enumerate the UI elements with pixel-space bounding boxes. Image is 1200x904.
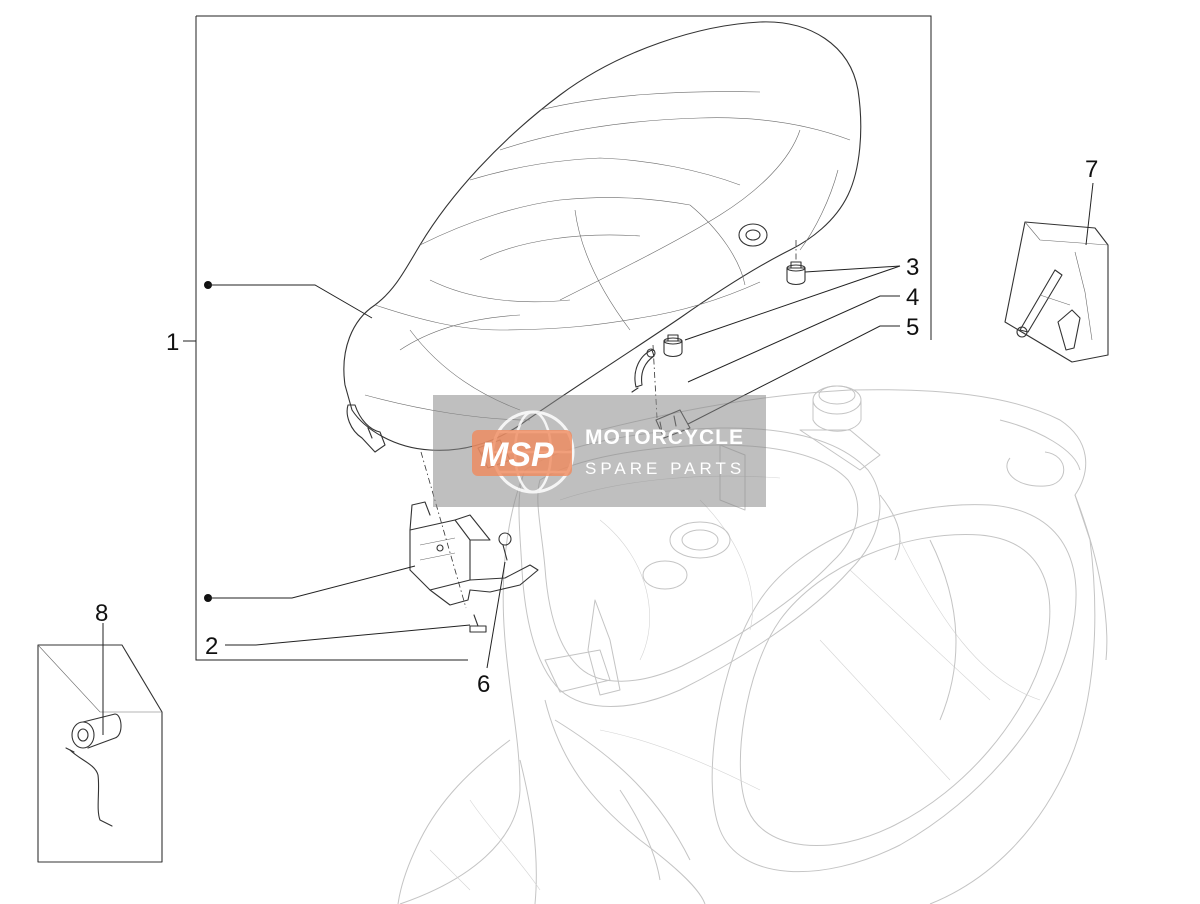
callout-1: 1 (166, 329, 179, 356)
seat-hinge (409, 501, 539, 606)
watermark-subtitle: SPARE PARTS (585, 459, 745, 478)
assembly-lines (420, 240, 797, 609)
watermark-logo: MSP (480, 436, 554, 474)
callout-7: 7 (1085, 156, 1098, 183)
callout-2: 2 (205, 633, 218, 660)
callout-4: 4 (906, 284, 919, 311)
callout-8: 8 (95, 600, 108, 627)
group-frame (195, 15, 932, 661)
watermark: MSP MOTORCYCLE SPARE PARTS (433, 395, 766, 507)
watermark-title: MOTORCYCLE (585, 426, 744, 449)
tool-kit-bag (1004, 221, 1109, 363)
callouts: 1 2 3 4 5 6 7 8 (95, 156, 1098, 698)
callout-6: 6 (477, 671, 490, 698)
leader-lines (102, 182, 1094, 735)
logo-badge (472, 430, 572, 476)
callout-3: 3 (906, 254, 919, 281)
callout-5: 5 (906, 314, 919, 341)
electric-lock-kit-bag (37, 644, 163, 863)
